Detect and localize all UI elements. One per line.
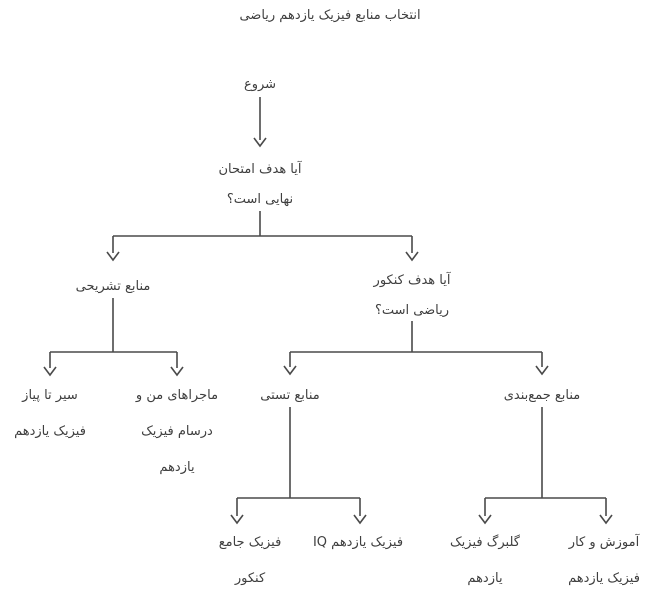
arrowhead-icon (106, 251, 120, 262)
node-label: گلبرگ فیزیک (450, 535, 520, 550)
node-amoozesh-va-kar: آموزش و کار فیزیک یازدهم (568, 535, 640, 587)
node-label: منابع جمع‌بندی (503, 388, 581, 403)
edge-start-to-question-final (253, 97, 267, 148)
node-label: ریاضی است؟ (374, 303, 450, 318)
node-label: فیزیک جامع (218, 535, 282, 550)
node-label: شروع (243, 77, 277, 92)
arrowhead-icon (599, 514, 613, 525)
node-label: آموزش و کار (568, 535, 640, 550)
node-label: یازدهم (159, 460, 195, 475)
node-label: آیا هدف کنکور (373, 273, 451, 288)
node-majarahaye-man-o-darsam: ماجراهای من و درسام فیزیک یازدهم (136, 388, 218, 476)
node-manabe-jambandi: منابع جمع‌بندی (504, 388, 581, 404)
node-question-konkur-riazi: آیا هدف کنکور ریاضی است؟ (374, 273, 451, 319)
arrowhead-icon (535, 365, 549, 376)
edge-jambandi-split (478, 407, 613, 525)
arrowhead-icon (43, 366, 57, 377)
arrowhead-icon (478, 514, 492, 525)
arrowhead-icon (170, 366, 184, 377)
node-golbarg-fizik: گلبرگ فیزیک یازدهم (450, 535, 520, 587)
node-fizik-yazdahom-iq: فیزیک یازدهم IQ (313, 535, 403, 551)
edge-question-konkur-split (283, 321, 549, 376)
node-label: آیا هدف امتحان (218, 162, 302, 177)
node-label: سیر تا پیاز (22, 388, 78, 403)
node-sir-ta-piaz: سیر تا پیاز فیزیک یازدهم (14, 388, 86, 440)
node-label: نهایی است؟ (226, 192, 294, 207)
edge-testi-split (230, 407, 367, 525)
node-label: فیزیک یازدهم (568, 571, 640, 586)
edge-question-final-split (106, 211, 419, 262)
node-label: فیزیک یازدهم IQ (312, 535, 404, 550)
node-manabe-tashrihi: منابع تشریحی (76, 279, 151, 295)
arrowhead-icon (283, 365, 297, 376)
edge-tashrihi-split (43, 298, 184, 377)
node-label: ماجراهای من و (135, 388, 219, 403)
node-label: درسام فیزیک (141, 424, 213, 439)
node-label: کنکور (234, 571, 266, 586)
node-label: منابع تستی (260, 388, 320, 403)
arrowhead-icon (353, 514, 367, 525)
node-question-final-exam: آیا هدف امتحان نهایی است؟ (218, 162, 301, 208)
node-fizik-jame-konkur: فیزیک جامع کنکور (219, 535, 282, 587)
node-label: منابع تشریحی (75, 279, 151, 294)
node-start: شروع (244, 77, 276, 93)
arrowhead-icon (405, 251, 419, 262)
page-title: انتخاب منابع فیزیک یازدهم ریاضی (239, 8, 421, 23)
arrowhead-icon (253, 137, 267, 148)
arrowhead-icon (230, 514, 244, 525)
node-manabe-testi: منابع تستی (260, 388, 320, 404)
node-label: یازدهم (467, 571, 503, 586)
node-label: فیزیک یازدهم (14, 424, 86, 439)
